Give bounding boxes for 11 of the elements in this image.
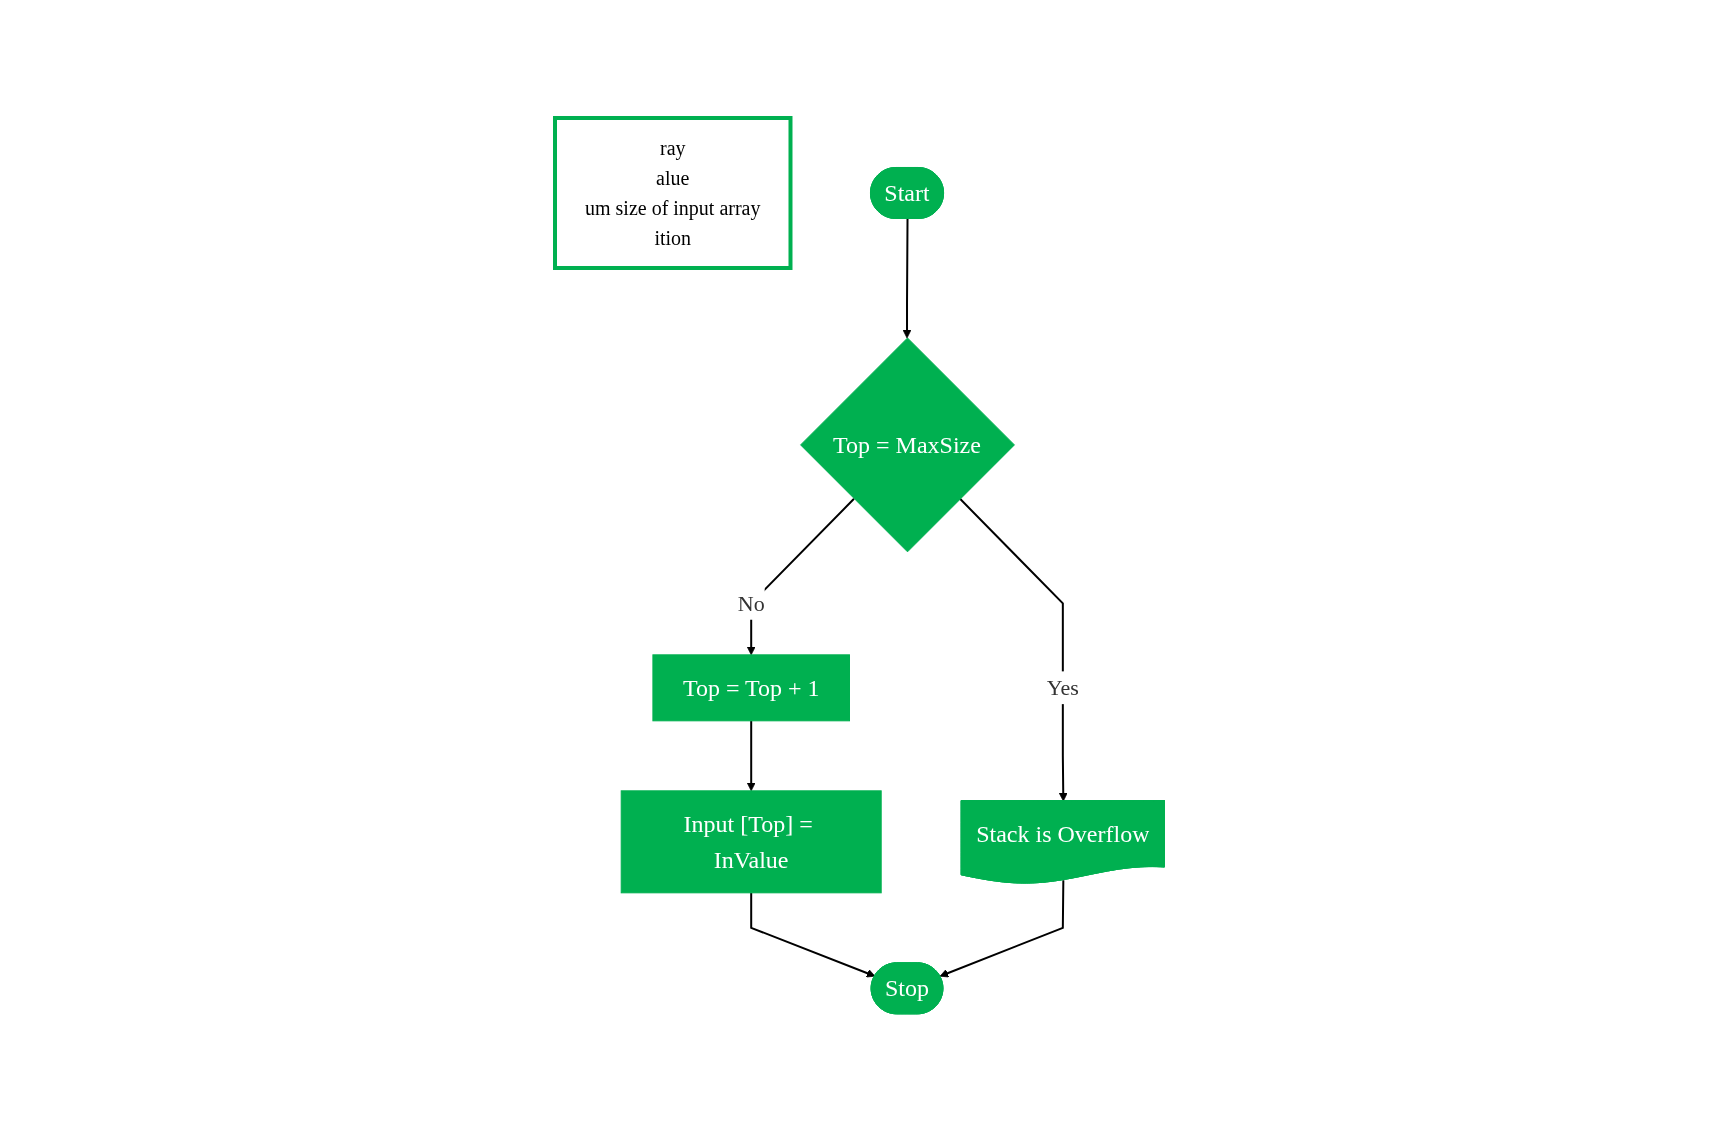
edge-label: Yes: [1046, 675, 1079, 701]
node-box: Top = Top + 1: [652, 654, 850, 722]
arrow: [902, 218, 912, 339]
node-box: Input [Top] = InValue: [620, 790, 882, 894]
arrow: [958, 497, 1068, 802]
edge-label: No: [737, 590, 765, 616]
node-diamond: Top = MaxSize: [799, 337, 1015, 553]
arrow: [749, 891, 876, 978]
node-box: ray alue um size of input array ition: [552, 116, 793, 271]
arrow: [746, 719, 756, 792]
arrow: [939, 879, 1065, 978]
